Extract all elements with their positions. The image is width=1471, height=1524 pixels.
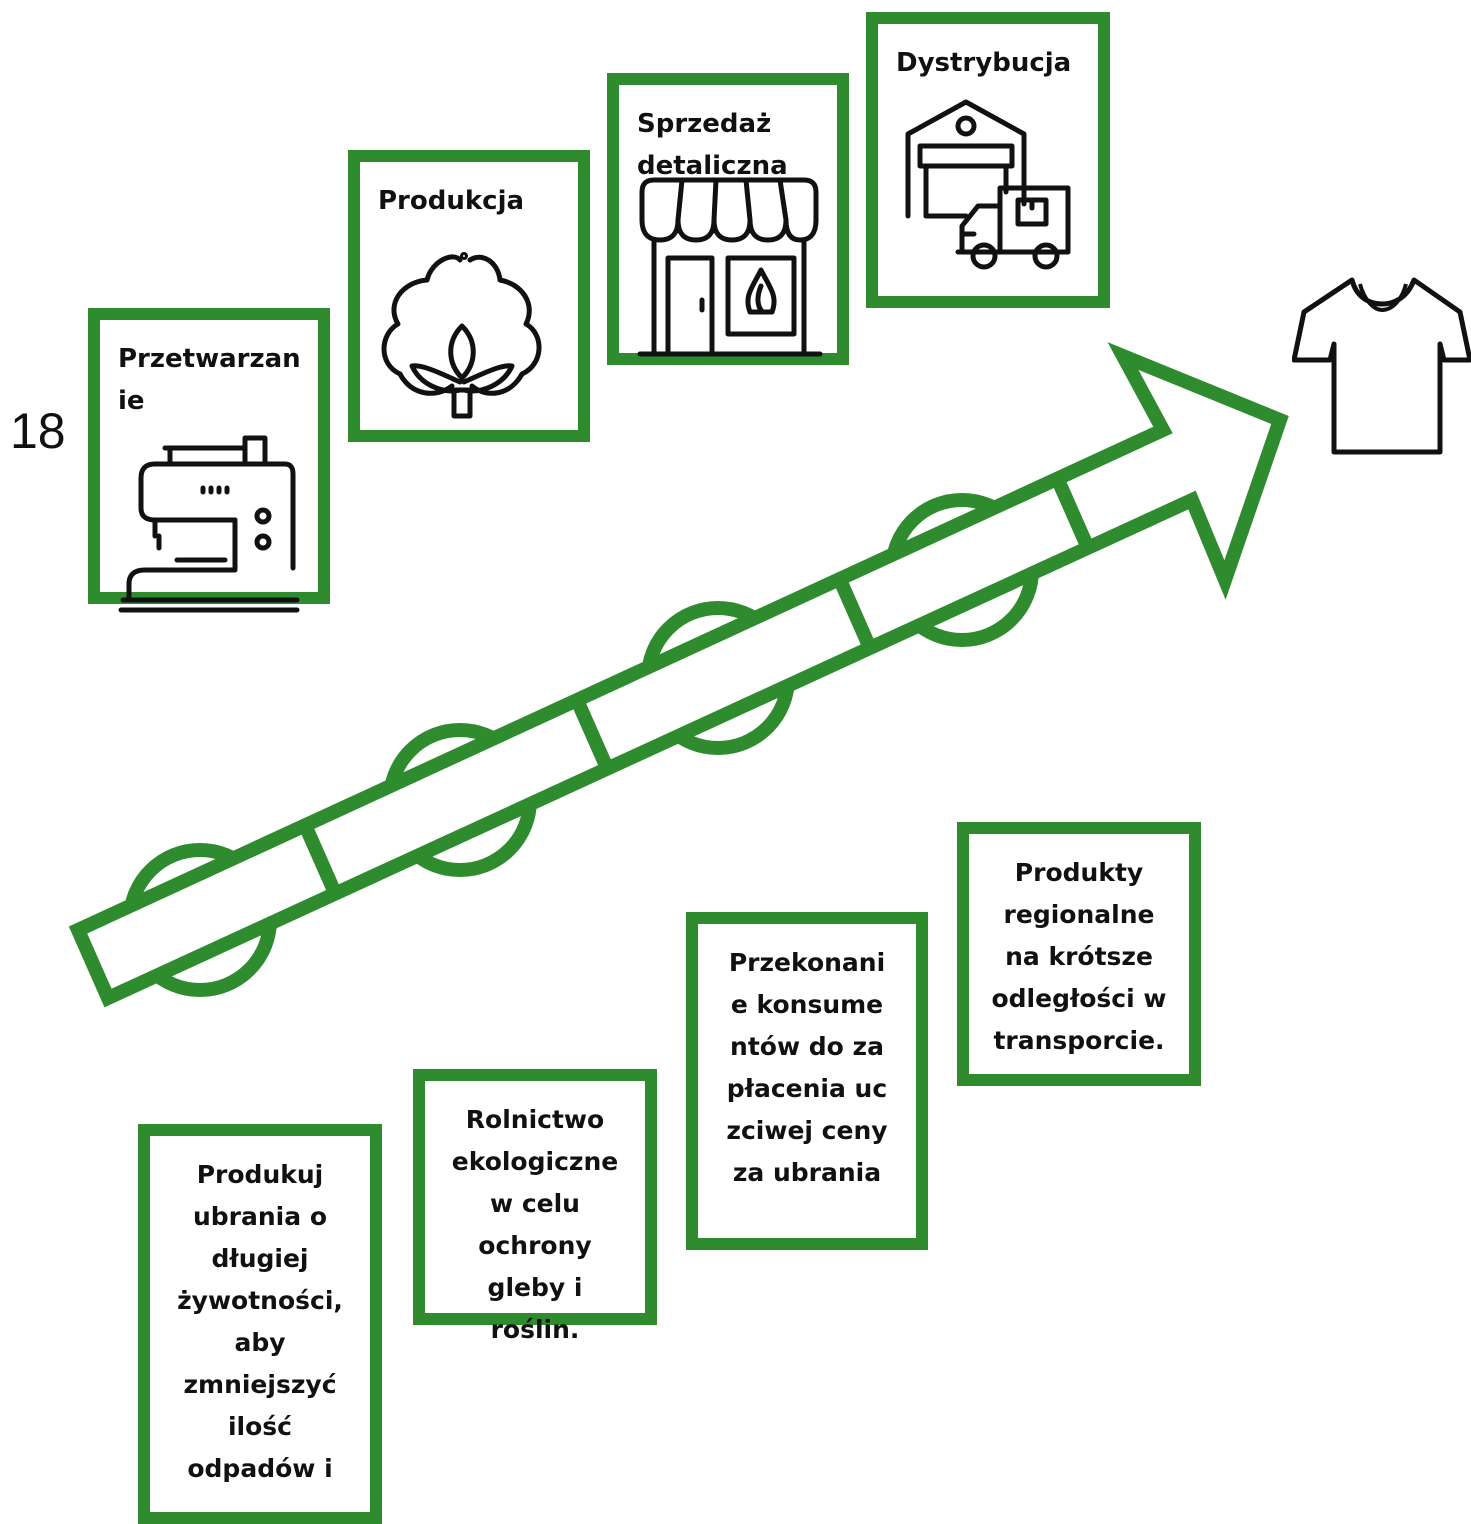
action-box-regional: Produkty regionalne na krótsze odległośc…: [957, 822, 1201, 1086]
action-text: Produkty regionalne na krótsze odległośc…: [991, 858, 1167, 1055]
stage-title: Przetwarzanie: [118, 344, 301, 416]
stage-title: Sprzedaż detaliczna: [637, 109, 788, 181]
warehouse-truck-icon: [905, 99, 1071, 270]
action-text: Przekonanie konsumentów do zapłacenia uc…: [726, 948, 888, 1187]
action-box-fair-price: Przekonanie konsumentów do zapłacenia uc…: [686, 912, 928, 1250]
arrow-divider: [1051, 477, 1095, 551]
arrow-divider: [570, 697, 614, 771]
action-text: Rolnictwo ekologiczne w celu ochrony gle…: [451, 1105, 619, 1344]
arrow-body: [68, 342, 1289, 1008]
stage-title: Dystrybucja: [896, 48, 1072, 78]
action-text: Produkuj ubrania o długiej żywotności, a…: [177, 1160, 343, 1483]
stage-title: Produkcja: [378, 186, 525, 216]
arrow-divider: [298, 822, 342, 896]
stage-box-retail: Sprzedaż detaliczna: [607, 73, 849, 365]
sewing-machine-icon: [118, 435, 300, 613]
arrow-divider: [833, 577, 877, 651]
action-box-organic-farming: Rolnictwo ekologiczne w celu ochrony gle…: [413, 1069, 657, 1344]
storefront-icon: [637, 177, 823, 357]
cotton-plant-icon: [381, 252, 542, 419]
t-shirt-icon: [1292, 277, 1471, 455]
page-number: 18: [10, 403, 66, 459]
action-box-long-life: Produkuj ubrania o długiej żywotności, a…: [138, 1124, 382, 1524]
